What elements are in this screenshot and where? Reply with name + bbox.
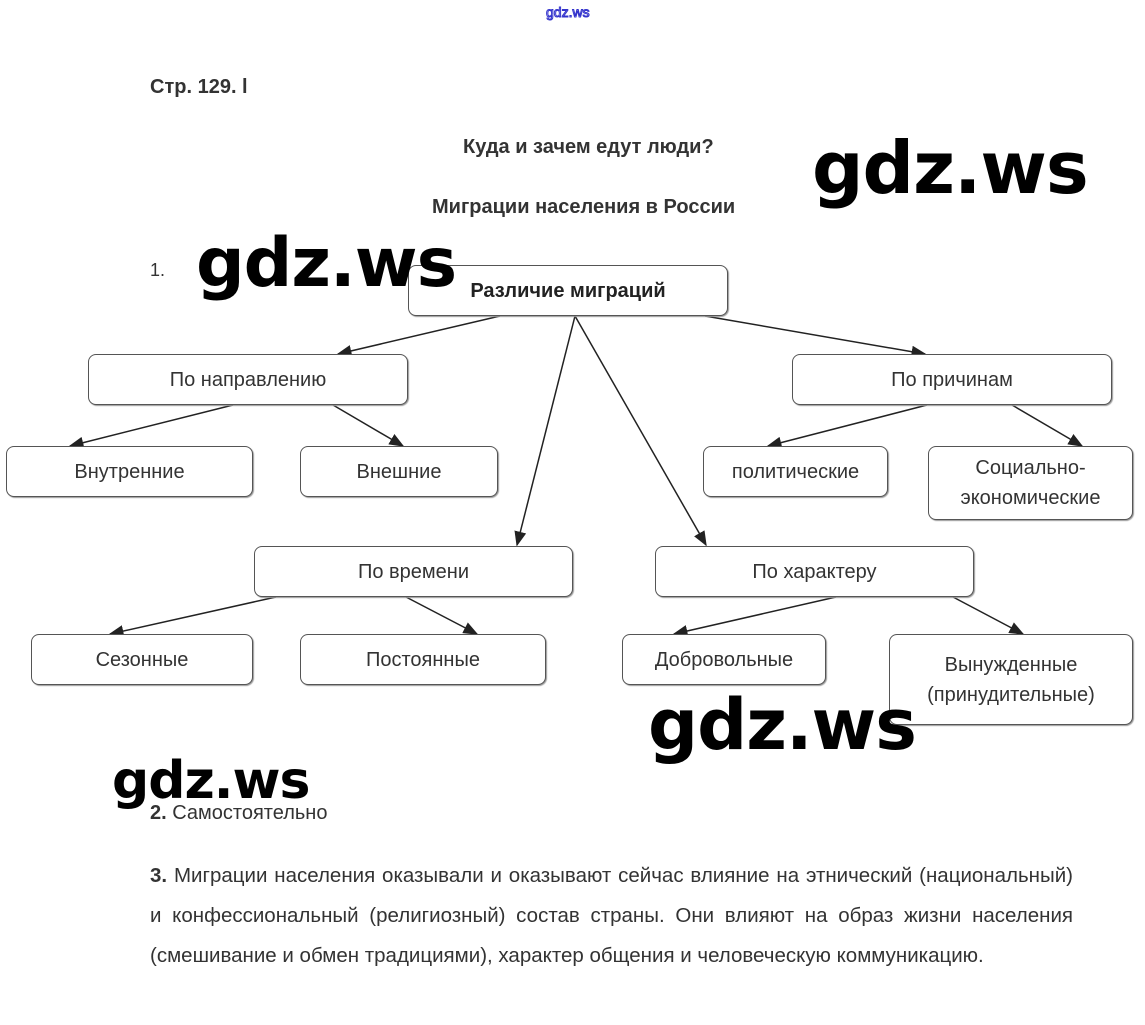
node-by-character: По характеру — [655, 546, 974, 597]
arrow — [68, 404, 234, 449]
node-seasonal: Сезонные — [31, 634, 253, 685]
task-3: 3. Миграции населения оказывали и оказыв… — [150, 856, 1073, 976]
node-political: политические — [703, 446, 888, 497]
watermark: gdz.ws — [112, 751, 310, 811]
arrow — [766, 404, 928, 449]
node-label-line: Социально- — [975, 457, 1086, 479]
node-by-cause: По причинам — [792, 354, 1112, 405]
node-label-line: Вынужденные — [944, 653, 1078, 676]
arrow — [672, 596, 837, 637]
arrow — [405, 596, 479, 635]
node-by-time: По времени — [254, 546, 573, 597]
watermark: gdz.ws — [812, 126, 1089, 210]
arrow — [514, 315, 576, 547]
task-2-number: 2. — [150, 802, 167, 824]
node-label-line: (принудительные) — [927, 683, 1095, 706]
task-1-number: 1. — [150, 260, 166, 280]
task-2-text: Самостоятельно — [172, 802, 328, 824]
arrow — [332, 404, 405, 447]
node-root: Различие миграций — [408, 265, 728, 316]
page-title: Куда и зачем едут люди? — [463, 136, 714, 158]
node-permanent: Постоянные — [300, 634, 546, 685]
watermark-small: gdz.ws — [546, 4, 591, 21]
task-3-text: Миграции населения оказывали и оказывают… — [150, 864, 1073, 967]
watermark: gdz.ws — [648, 684, 917, 766]
node-forced: Вынужденные (принудительные) — [889, 634, 1133, 725]
node-by-direction: По направлению — [88, 354, 408, 405]
node-voluntary: Добровольные — [622, 634, 826, 685]
arrow — [704, 315, 927, 358]
page-reference: Стр. 129. l — [150, 76, 248, 98]
node-internal: Внутренние — [6, 446, 253, 497]
task-3-number: 3. — [150, 864, 168, 887]
node-external: Внешние — [300, 446, 498, 497]
page-subtitle: Миграции населения в России — [432, 196, 736, 218]
arrow — [952, 596, 1025, 635]
arrow — [108, 596, 277, 637]
arrow — [574, 315, 707, 547]
node-socio-economic: Социально- экономические — [928, 446, 1133, 520]
task-2: 2. Самостоятельно — [150, 802, 327, 825]
node-label-line: экономические — [960, 487, 1101, 509]
arrow — [1011, 404, 1084, 447]
watermark: gdz.ws — [196, 224, 457, 303]
arrow — [336, 315, 501, 357]
